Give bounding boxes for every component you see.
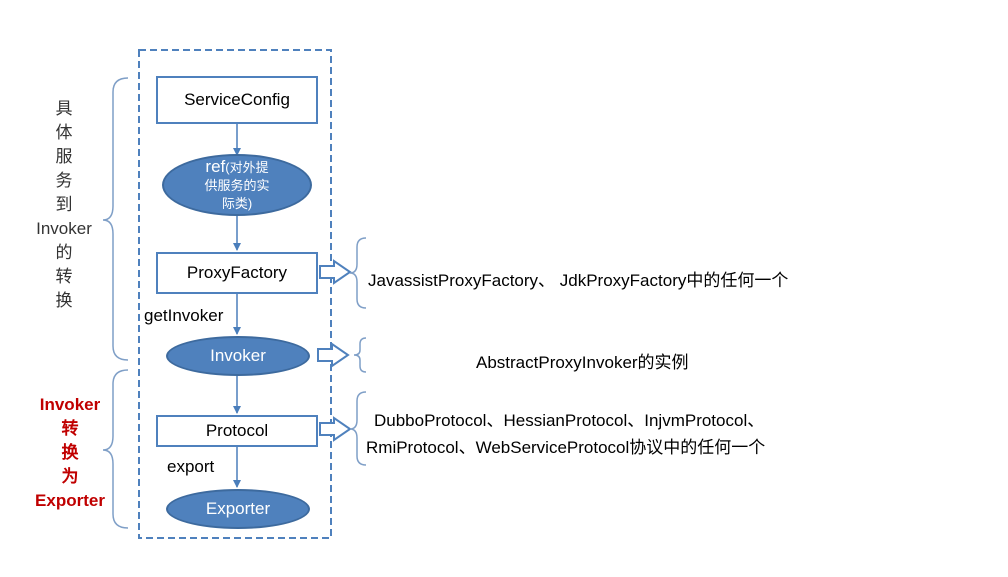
left-label-bottom-char: 换 bbox=[61, 443, 79, 462]
right-brace-protocol bbox=[349, 391, 367, 466]
right-brace-proxyfactory bbox=[349, 237, 367, 309]
left-label-bottom-char: Invoker bbox=[39, 395, 101, 414]
annotation-protocol-line1: DubboProtocol、HessianProtocol、InjvmProto… bbox=[374, 411, 765, 430]
left-label-top: 具 体 服 务 到 Invoker 的 转 换 bbox=[30, 97, 98, 313]
node-invoker-label: Invoker bbox=[210, 346, 266, 365]
block-arrow-proxyfactory bbox=[319, 259, 352, 285]
node-ref-line1: ref(对外提 bbox=[205, 156, 269, 177]
node-protocol-label: Protocol bbox=[205, 421, 269, 440]
right-brace-invoker bbox=[353, 337, 367, 373]
left-brace-top bbox=[102, 77, 129, 361]
node-ref-line3: 际类) bbox=[221, 195, 253, 211]
left-label-top-char: Invoker bbox=[36, 219, 92, 238]
node-invoker: Invoker bbox=[166, 336, 310, 376]
block-arrow-invoker bbox=[317, 342, 350, 368]
annotation-invoker: AbstractProxyInvoker的实例 bbox=[476, 353, 689, 372]
left-label-bottom-char: 为 bbox=[61, 467, 79, 486]
node-service-config: ServiceConfig bbox=[156, 76, 318, 124]
edge-label-export: export bbox=[167, 457, 215, 476]
left-label-top-char: 到 bbox=[55, 195, 73, 214]
block-arrow-protocol bbox=[319, 416, 352, 442]
node-service-config-label: ServiceConfig bbox=[184, 90, 290, 109]
annotation-proxy-factory: JavassistProxyFactory、 JdkProxyFactory中的… bbox=[368, 271, 789, 290]
node-proxy-factory-label: ProxyFactory bbox=[186, 263, 288, 282]
node-exporter: Exporter bbox=[166, 489, 310, 529]
annotation-protocol-line2: RmiProtocol、WebServiceProtocol协议中的任何一个 bbox=[366, 438, 766, 457]
node-ref-line2: 供服务的实 bbox=[204, 177, 270, 193]
left-label-bottom: Invoker 转 换 为 Exporter bbox=[30, 393, 110, 513]
left-label-top-char: 换 bbox=[55, 291, 73, 310]
left-label-top-char: 务 bbox=[55, 171, 73, 190]
node-ref-desc: (对外提 bbox=[225, 159, 269, 175]
left-label-top-char: 服 bbox=[55, 147, 73, 166]
node-ref-keyword: ref bbox=[205, 156, 226, 176]
left-label-top-char: 具 bbox=[55, 99, 73, 118]
left-label-top-char: 体 bbox=[55, 123, 73, 142]
left-label-bottom-char: Exporter bbox=[35, 491, 105, 510]
node-exporter-label: Exporter bbox=[205, 499, 271, 518]
node-proxy-factory: ProxyFactory bbox=[156, 252, 318, 294]
left-brace-bottom bbox=[102, 369, 129, 529]
node-ref: ref(对外提 供服务的实 际类) bbox=[162, 154, 312, 216]
dashed-container bbox=[138, 49, 332, 539]
node-protocol: Protocol bbox=[156, 415, 318, 447]
left-label-top-char: 的 bbox=[55, 243, 73, 262]
left-label-bottom-char: 转 bbox=[61, 419, 79, 438]
edge-label-get-invoker: getInvoker bbox=[144, 306, 224, 325]
left-label-top-char: 转 bbox=[55, 267, 73, 286]
